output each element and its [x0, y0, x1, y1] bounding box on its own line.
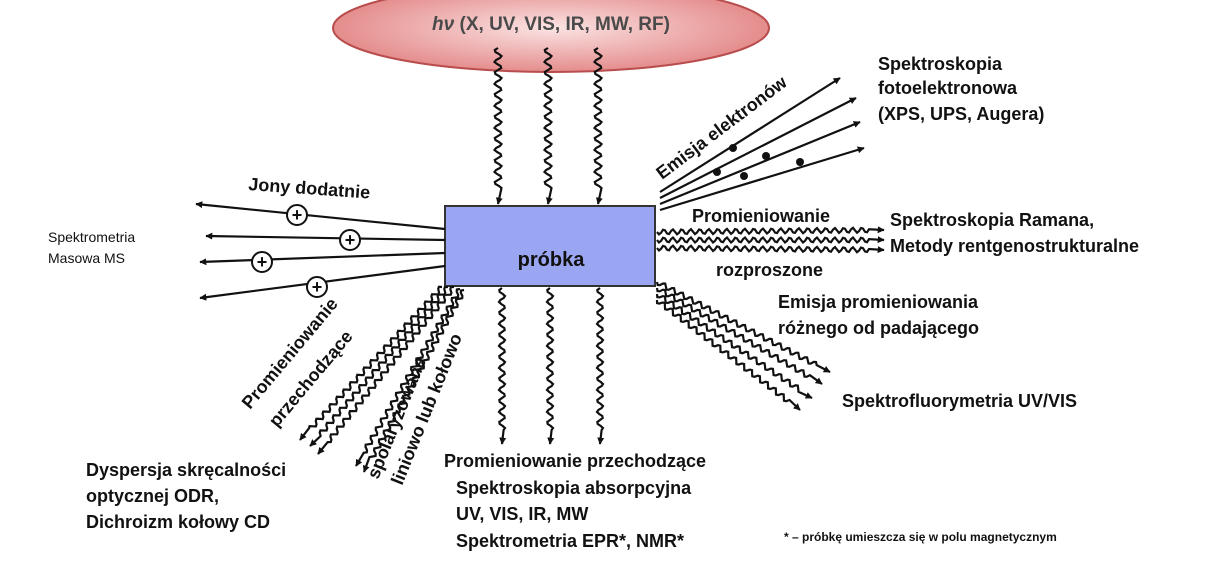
raman-line1: Spektroskopia Ramana,	[890, 210, 1094, 230]
scattered-line1: Promieniowanie	[692, 206, 830, 226]
positive-ion-icon: +	[339, 229, 361, 251]
electron-dot	[713, 168, 721, 176]
radiation-source-ellipse	[332, 0, 770, 73]
emission-arrow	[655, 299, 801, 411]
emission-line1: Emisja promieniowania	[778, 292, 979, 312]
sample-box	[444, 205, 656, 287]
ion-symbol: +	[257, 252, 268, 272]
transmitted-bottom-line1: Promieniowanie przechodzące	[444, 451, 706, 471]
fluorimetry-label: Spektrofluorymetria UV/VIS	[842, 391, 1077, 411]
positive-ion-icon: +	[306, 276, 328, 298]
ion-symbol: +	[345, 230, 356, 250]
emission-arrow	[655, 293, 813, 399]
raman-line2: Metody rentgenostrukturalne	[890, 236, 1139, 256]
scattered-radiation-arrow	[656, 235, 885, 245]
photoelectron-line3: (XPS, UPS, Augera)	[878, 104, 1044, 124]
ion-arrow	[205, 232, 446, 242]
transmitted-radiation-arrow	[362, 288, 465, 473]
electron-dot	[762, 152, 770, 160]
transmitted-bottom-line3: UV, VIS, IR, MW	[456, 504, 588, 524]
arrows-group	[195, 47, 885, 473]
scattered-radiation-arrow	[656, 244, 885, 254]
ions-label: Jony dodatnie	[248, 174, 371, 202]
odr-line2: optycznej ODR,	[86, 486, 219, 506]
radiation-source-label: hν (X, UV, VIS, IR, MW, RF)	[432, 14, 670, 35]
electron-arrow	[659, 77, 841, 193]
emission-arrow	[655, 281, 831, 373]
transmitted-radiation-arrow	[317, 285, 454, 455]
scattered-radiation-arrow	[656, 226, 885, 236]
positive-ion-icon: +	[286, 204, 308, 226]
ion-arrow	[199, 251, 446, 266]
electron-arrow	[659, 146, 865, 212]
transmitted-radiation-arrow	[355, 287, 461, 467]
emission-line2: różnego od padającego	[778, 318, 979, 338]
scattered-line2: rozproszone	[716, 260, 823, 280]
incoming-radiation-arrow	[492, 47, 504, 205]
transmitted-radiation-arrow	[299, 285, 443, 441]
electron-dot	[740, 172, 748, 180]
ion-symbol: +	[312, 277, 323, 297]
odr-line1: Dyspersja skręcalności	[86, 460, 286, 480]
electron-arrow	[659, 120, 861, 206]
sample-label: próbka	[518, 249, 586, 271]
electron-dot	[796, 158, 804, 166]
positive-ion-icon: +	[251, 251, 273, 273]
ion-symbols: + + + +	[251, 204, 361, 298]
transmitted-down-arrow	[545, 287, 555, 445]
incoming-radiation-arrow	[542, 47, 554, 205]
electron-dot	[729, 144, 737, 152]
transmitted-down-arrow	[497, 287, 507, 445]
transmitted-bottom-line4: Spektrometria EPR*, NMR*	[456, 531, 684, 551]
mass-spec-line1: Spektrometria	[48, 229, 135, 245]
ion-arrow	[195, 201, 446, 231]
electron-dots	[713, 144, 804, 180]
incoming-radiation-arrow	[592, 47, 604, 205]
electron-arrow	[659, 97, 857, 199]
ion-symbol: +	[292, 205, 303, 225]
photoelectron-line2: fotoelektronowa	[878, 78, 1018, 98]
footnote: * – próbkę umieszcza się w polu magnetyc…	[784, 530, 1057, 544]
odr-line3: Dichroizm kołowy CD	[86, 512, 270, 532]
transmitted-bottom-line2: Spektroskopia absorpcyjna	[456, 478, 692, 498]
photoelectron-line1: Spektroskopia	[878, 54, 1003, 74]
transmitted-radiation-arrow	[309, 285, 448, 447]
transmitted-down-arrow	[595, 287, 605, 445]
mass-spec-line2: Masowa MS	[48, 250, 125, 266]
emission-arrow	[655, 287, 823, 385]
